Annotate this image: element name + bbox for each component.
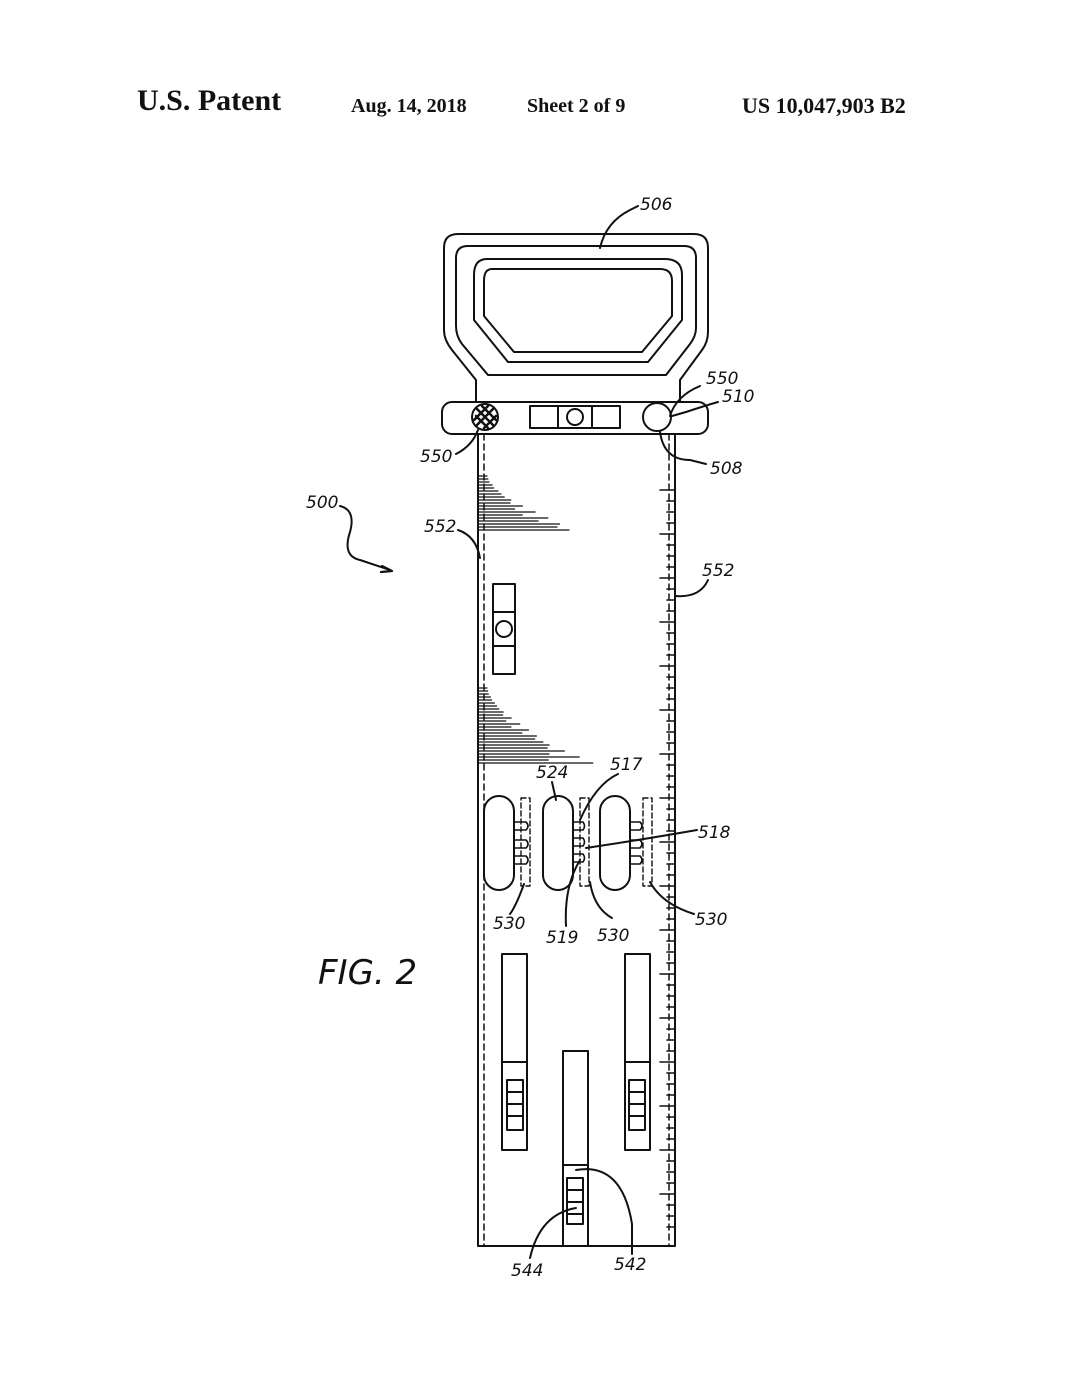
marker-holders xyxy=(483,795,653,891)
label-550-top: 550 xyxy=(706,369,738,389)
knurled-knob xyxy=(471,403,499,431)
figure-label: FIG. 2 xyxy=(318,953,417,993)
label-542: 542 xyxy=(614,1255,646,1275)
label-530-right: 530 xyxy=(695,910,727,930)
label-519: 519 xyxy=(546,928,578,948)
label-550-left: 550 xyxy=(420,447,452,467)
label-500: 500 xyxy=(306,493,338,513)
label-530-left: 530 xyxy=(493,914,525,934)
slide-tabs xyxy=(501,953,651,1247)
patent-title: U.S. Patent xyxy=(137,84,282,117)
leader-lines xyxy=(339,205,719,1259)
vertical-level xyxy=(492,583,516,675)
label-506: 506 xyxy=(640,195,673,215)
hatch-pattern-lower xyxy=(478,687,594,764)
patent-date: Aug. 14, 2018 xyxy=(351,95,467,117)
scale-ticks xyxy=(659,489,676,1228)
label-524: 524 xyxy=(536,763,568,783)
label-552-left: 552 xyxy=(424,517,456,537)
patent-number: US 10,047,903 B2 xyxy=(742,93,906,118)
label-552-right: 552 xyxy=(702,561,734,581)
label-530-mid: 530 xyxy=(597,926,629,946)
magnet-circle xyxy=(642,402,672,432)
cross-bar xyxy=(441,401,709,435)
handle xyxy=(443,233,709,403)
label-510: 510 xyxy=(722,387,754,407)
sheet-indicator: Sheet 2 of 9 xyxy=(527,95,626,117)
hatch-pattern-upper xyxy=(478,475,570,531)
reference-labels: 506 550 510 550 508 500 552 552 524 517 … xyxy=(306,195,754,1281)
label-508: 508 xyxy=(710,459,743,479)
label-517: 517 xyxy=(610,755,643,775)
label-544: 544 xyxy=(511,1261,543,1281)
label-518: 518 xyxy=(698,823,731,843)
